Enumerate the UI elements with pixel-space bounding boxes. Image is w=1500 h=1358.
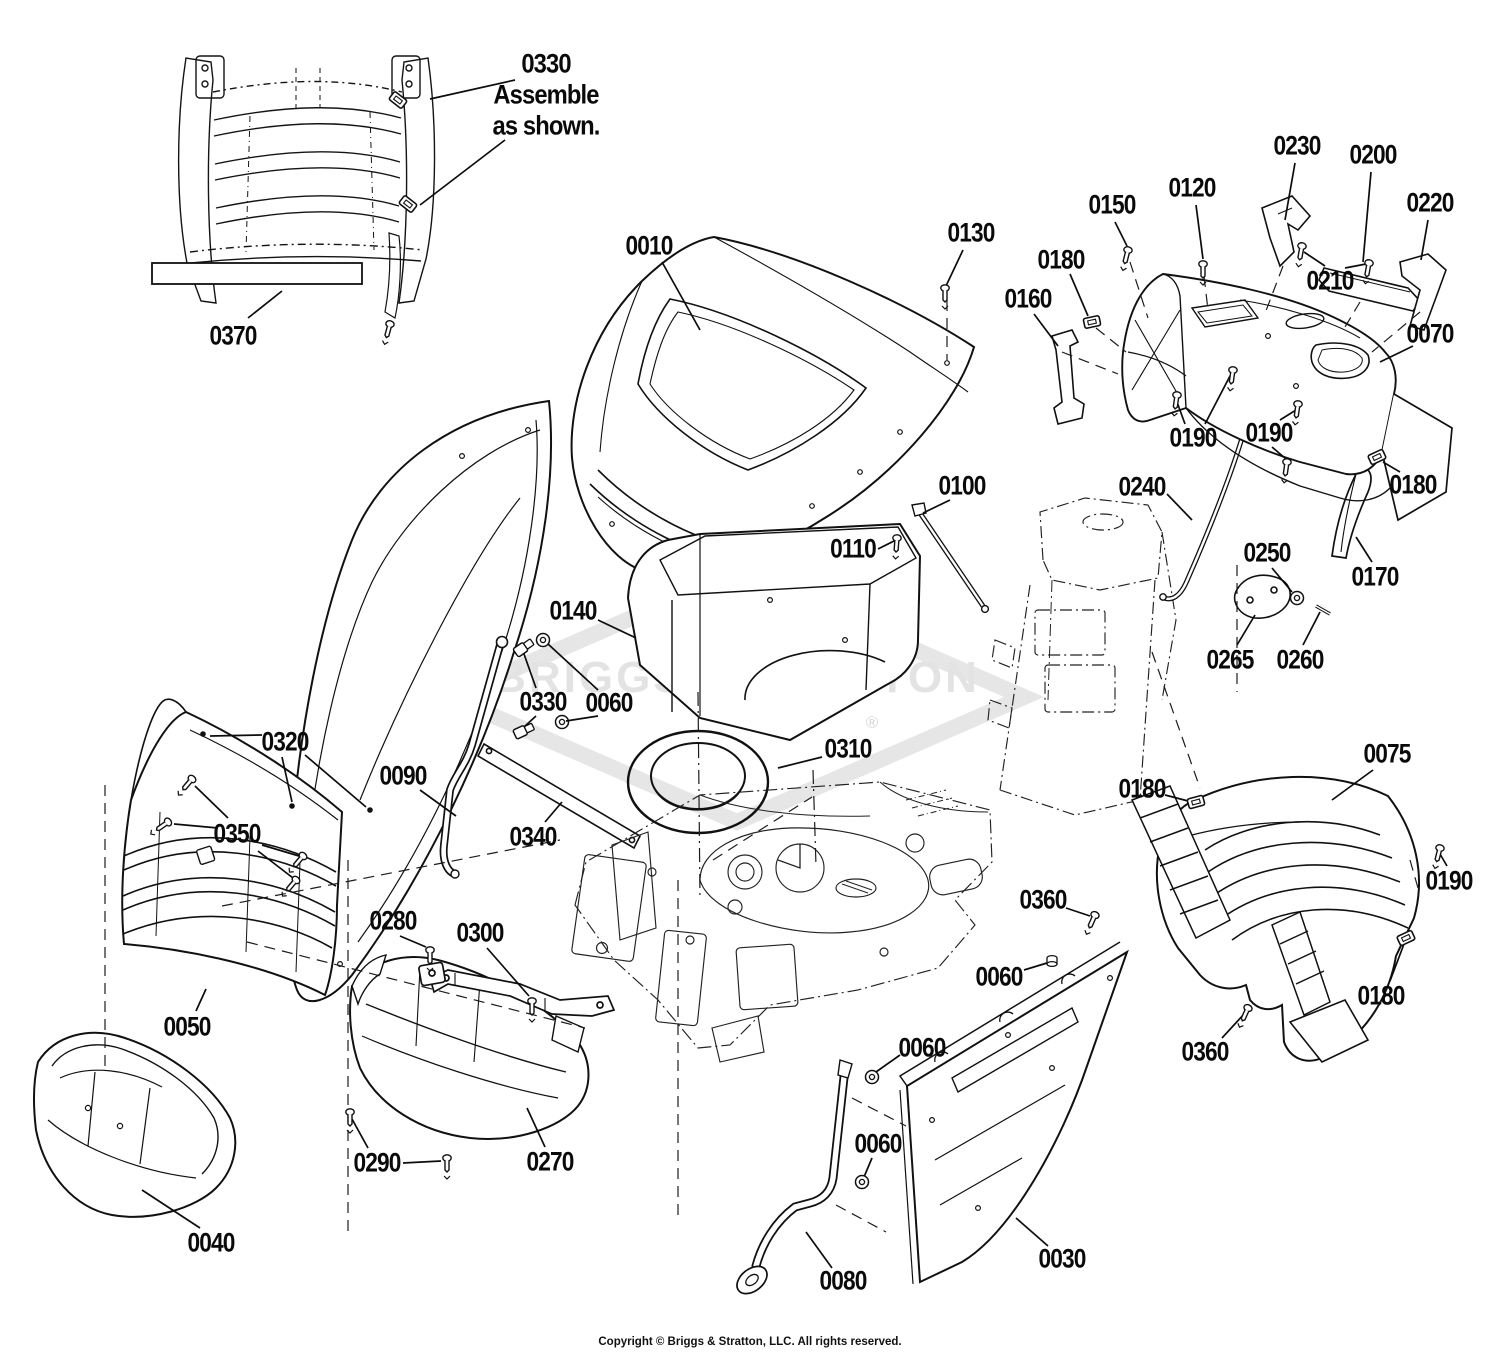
callout-0200: 0200 xyxy=(1349,139,1397,170)
part-0300-bracket xyxy=(418,961,616,1017)
clip-0330-lower xyxy=(397,194,419,214)
callout-0370: 0370 xyxy=(209,320,257,351)
part-0370-strip xyxy=(151,262,363,285)
callout-0180-b: 0180 xyxy=(1389,469,1437,500)
callout-0075: 0075 xyxy=(1363,738,1411,769)
callout-0230: 0230 xyxy=(1273,130,1321,161)
part-0160-bracket xyxy=(1051,314,1102,425)
callout-0180-d: 0180 xyxy=(1357,980,1405,1011)
callout-0310: 0310 xyxy=(824,733,872,764)
callout-0190-b: 0190 xyxy=(1245,417,1293,448)
callout-0210: 0210 xyxy=(1306,265,1354,296)
callout-0030: 0030 xyxy=(1038,1243,1086,1274)
part-0100-rod xyxy=(911,502,990,614)
part-0230-clip xyxy=(1261,195,1312,268)
callout-0180-a: 0180 xyxy=(1037,244,1085,275)
callout-0130: 0130 xyxy=(947,217,995,248)
callout-0240: 0240 xyxy=(1118,471,1166,502)
part-0010-hood xyxy=(570,235,976,575)
callout-0360-b: 0360 xyxy=(1181,1036,1229,1067)
part-0280-plate xyxy=(418,961,446,987)
part-0170-blade xyxy=(1331,469,1372,559)
callout-0040: 0040 xyxy=(187,1227,235,1258)
louver-stack-left xyxy=(1130,785,1231,940)
part-0080-crank xyxy=(736,1059,853,1295)
part-0070-console xyxy=(1121,195,1453,522)
assembly-note-line2: Assemble xyxy=(493,79,599,110)
part-0075-lower-grille xyxy=(1130,775,1420,1063)
callout-0010: 0010 xyxy=(625,230,673,261)
callout-0060-d: 0060 xyxy=(854,1128,902,1159)
callout-0170: 0170 xyxy=(1351,561,1399,592)
callout-0060-b: 0060 xyxy=(975,961,1023,992)
callout-0120: 0120 xyxy=(1168,172,1216,203)
callout-0350: 0350 xyxy=(213,818,261,849)
part-0220-clip xyxy=(1399,253,1447,331)
assembly-note: 0330 Assemble as shown. xyxy=(492,48,601,142)
callout-0320: 0320 xyxy=(261,726,309,757)
callout-0360-a: 0360 xyxy=(1019,884,1067,915)
callout-0100: 0100 xyxy=(938,470,986,501)
callout-0330-b: 0330 xyxy=(519,686,567,717)
part-0200-trim-bar xyxy=(1318,267,1422,312)
part-0090-lever xyxy=(439,635,509,879)
ref-chassis-frame xyxy=(571,781,993,1063)
callout-0060-c: 0060 xyxy=(898,1032,946,1063)
callout-0090: 0090 xyxy=(379,760,427,791)
construction-lines xyxy=(104,261,1421,1238)
assembly-note-line3: as shown. xyxy=(492,110,601,141)
watermark-registered-mark: ® xyxy=(866,713,879,732)
callout-0110: 0110 xyxy=(830,533,877,564)
callout-0060-a: 0060 xyxy=(585,687,633,718)
louver-stack-bottom xyxy=(1271,910,1331,1017)
part-0030-side-panel-right xyxy=(898,941,1129,1285)
leader-lines xyxy=(141,79,1448,1269)
callout-0270: 0270 xyxy=(526,1146,574,1177)
callout-0250: 0250 xyxy=(1243,537,1291,568)
callout-0080: 0080 xyxy=(819,1265,867,1296)
callout-0180-c: 0180 xyxy=(1118,773,1166,804)
callout-0050: 0050 xyxy=(163,1011,211,1042)
callout-0260: 0260 xyxy=(1276,644,1324,675)
callout-0340: 0340 xyxy=(509,821,557,852)
part-0140-duct-box xyxy=(626,522,922,742)
callout-0150: 0150 xyxy=(1088,189,1136,220)
callout-0265: 0265 xyxy=(1206,644,1254,675)
part-0340-strap xyxy=(476,742,642,850)
ref-grille-assembled-view xyxy=(177,55,436,347)
callout-0220: 0220 xyxy=(1406,187,1454,218)
callout-0190-c: 0190 xyxy=(1425,865,1473,896)
ref-pedestal-tower xyxy=(987,497,1177,816)
callout-0070: 0070 xyxy=(1406,318,1454,349)
callout-0140: 0140 xyxy=(549,595,597,626)
callout-0190-a: 0190 xyxy=(1169,422,1217,453)
callout-0160: 0160 xyxy=(1004,283,1052,314)
callout-0300: 0300 xyxy=(456,917,504,948)
assembly-note-code: 0330 xyxy=(521,48,571,79)
part-0040-bumper xyxy=(32,1031,237,1218)
callout-0290: 0290 xyxy=(353,1147,401,1178)
callout-0280: 0280 xyxy=(369,905,417,936)
copyright-text: Copyright © Briggs & Stratton, LLC. All … xyxy=(598,1336,902,1348)
